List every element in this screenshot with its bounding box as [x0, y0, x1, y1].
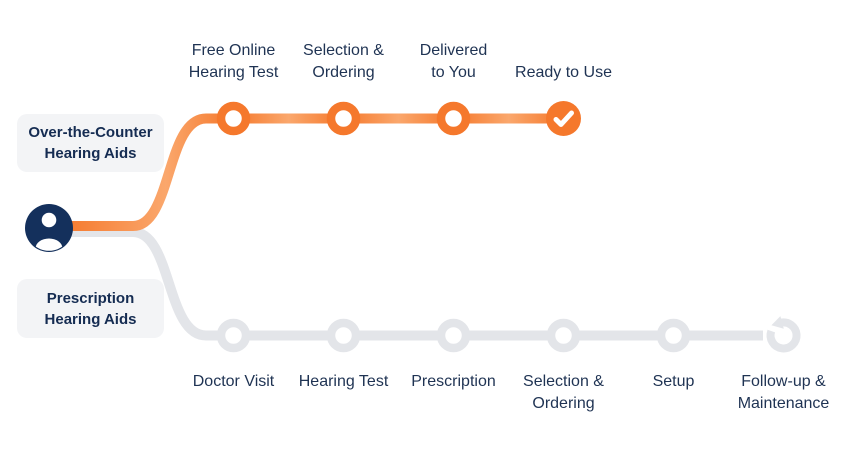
step-label: Selection & Ordering — [523, 373, 604, 412]
step-nodes-layer — [216, 101, 801, 353]
step-label: Doctor Visit — [192, 373, 275, 390]
person-icon-shoulders — [35, 238, 63, 251]
check-icon — [546, 101, 581, 136]
repeat-icon — [766, 316, 801, 353]
circle-node — [436, 101, 471, 136]
step-label: Delivered to You — [419, 42, 488, 81]
circle-node — [546, 318, 581, 353]
route-label-over-the-counter: Over-the-Counter Hearing Aids — [17, 114, 164, 172]
circle-node — [216, 101, 251, 136]
step-label: Prescription — [411, 373, 496, 390]
step-label: Ready to Use — [515, 64, 612, 81]
circle-node — [216, 318, 251, 353]
circle-node — [436, 318, 471, 353]
route-label-prescription: Prescription Hearing Aids — [17, 279, 164, 338]
circle-node — [326, 101, 361, 136]
circle-node — [326, 318, 361, 353]
step-label: Setup — [652, 373, 695, 390]
route-label-text: Prescription Hearing Aids — [44, 289, 137, 328]
check-icon-mark — [553, 110, 574, 127]
person-icon — [25, 204, 73, 252]
repeat-icon-arc — [766, 318, 801, 353]
otc-route-line — [60, 113, 564, 231]
prescription-route-line — [60, 227, 763, 341]
step-label: Hearing Test — [298, 373, 389, 390]
step-label: Selection & Ordering — [303, 42, 384, 81]
step-label: Follow-up & Maintenance — [737, 373, 830, 412]
person-icon-head — [41, 212, 57, 228]
route-label-text: Over-the-Counter Hearing Aids — [28, 124, 153, 162]
step-label: Free Online Hearing Test — [188, 42, 279, 81]
repeat-icon-arrowhead — [771, 316, 784, 329]
person-icon-background — [25, 204, 73, 252]
circle-node — [656, 318, 691, 353]
